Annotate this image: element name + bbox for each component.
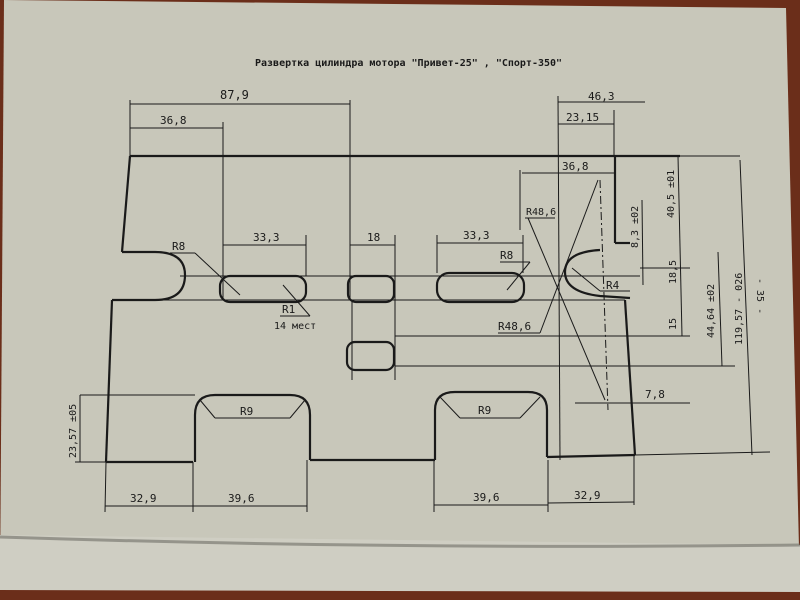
dim-15: 15 <box>668 318 679 330</box>
dim-39-6-right: 39,6 <box>473 491 500 504</box>
radius-r4: R4 <box>606 279 620 292</box>
dim-18: 18 <box>367 231 380 244</box>
dim-33-3-left: 33,3 <box>253 231 280 244</box>
paper-fold <box>0 535 800 592</box>
radius-r8-right: R8 <box>500 249 513 262</box>
radius-r48-top: R48,6 <box>526 207 556 218</box>
dim-23-57: 23,57 ±05 <box>68 404 79 458</box>
dim-32-9-right: 32,9 <box>574 489 601 502</box>
dim-32-9-left: 32,9 <box>130 492 157 505</box>
radius-r1-note: 14 мест <box>274 321 316 332</box>
radius-r48-bottom: R48,6 <box>498 320 531 333</box>
page-number: - 35 - <box>754 278 765 314</box>
radius-r8-left: R8 <box>172 240 185 253</box>
dim-36-8-right: 36,8 <box>562 160 589 173</box>
dim-44-64: 44,64 ±02 <box>706 284 717 338</box>
drawing-title: Развертка цилиндра мотора "Привет-25" , … <box>255 58 562 69</box>
radius-r1: R1 <box>282 303 295 316</box>
dim-119-57: 119,57 - 026 <box>734 273 745 345</box>
dim-18-5: 18,5 <box>668 260 679 284</box>
dim-40-5: 40,5 ±01 <box>666 170 677 218</box>
dim-23-15: 23,15 <box>566 111 599 124</box>
dim-46-3: 46,3 <box>588 90 615 103</box>
dim-36-8-top: 36,8 <box>160 114 187 127</box>
dim-39-6-left: 39,6 <box>228 492 255 505</box>
dim-87-9: 87,9 <box>220 88 249 102</box>
radius-r9-right: R9 <box>478 404 491 417</box>
dim-33-3-right: 33,3 <box>463 229 490 242</box>
dim-8-3: 8,3 ±02 <box>630 206 641 248</box>
radius-r9-left: R9 <box>240 405 253 418</box>
dim-7-8: 7,8 <box>645 388 665 401</box>
